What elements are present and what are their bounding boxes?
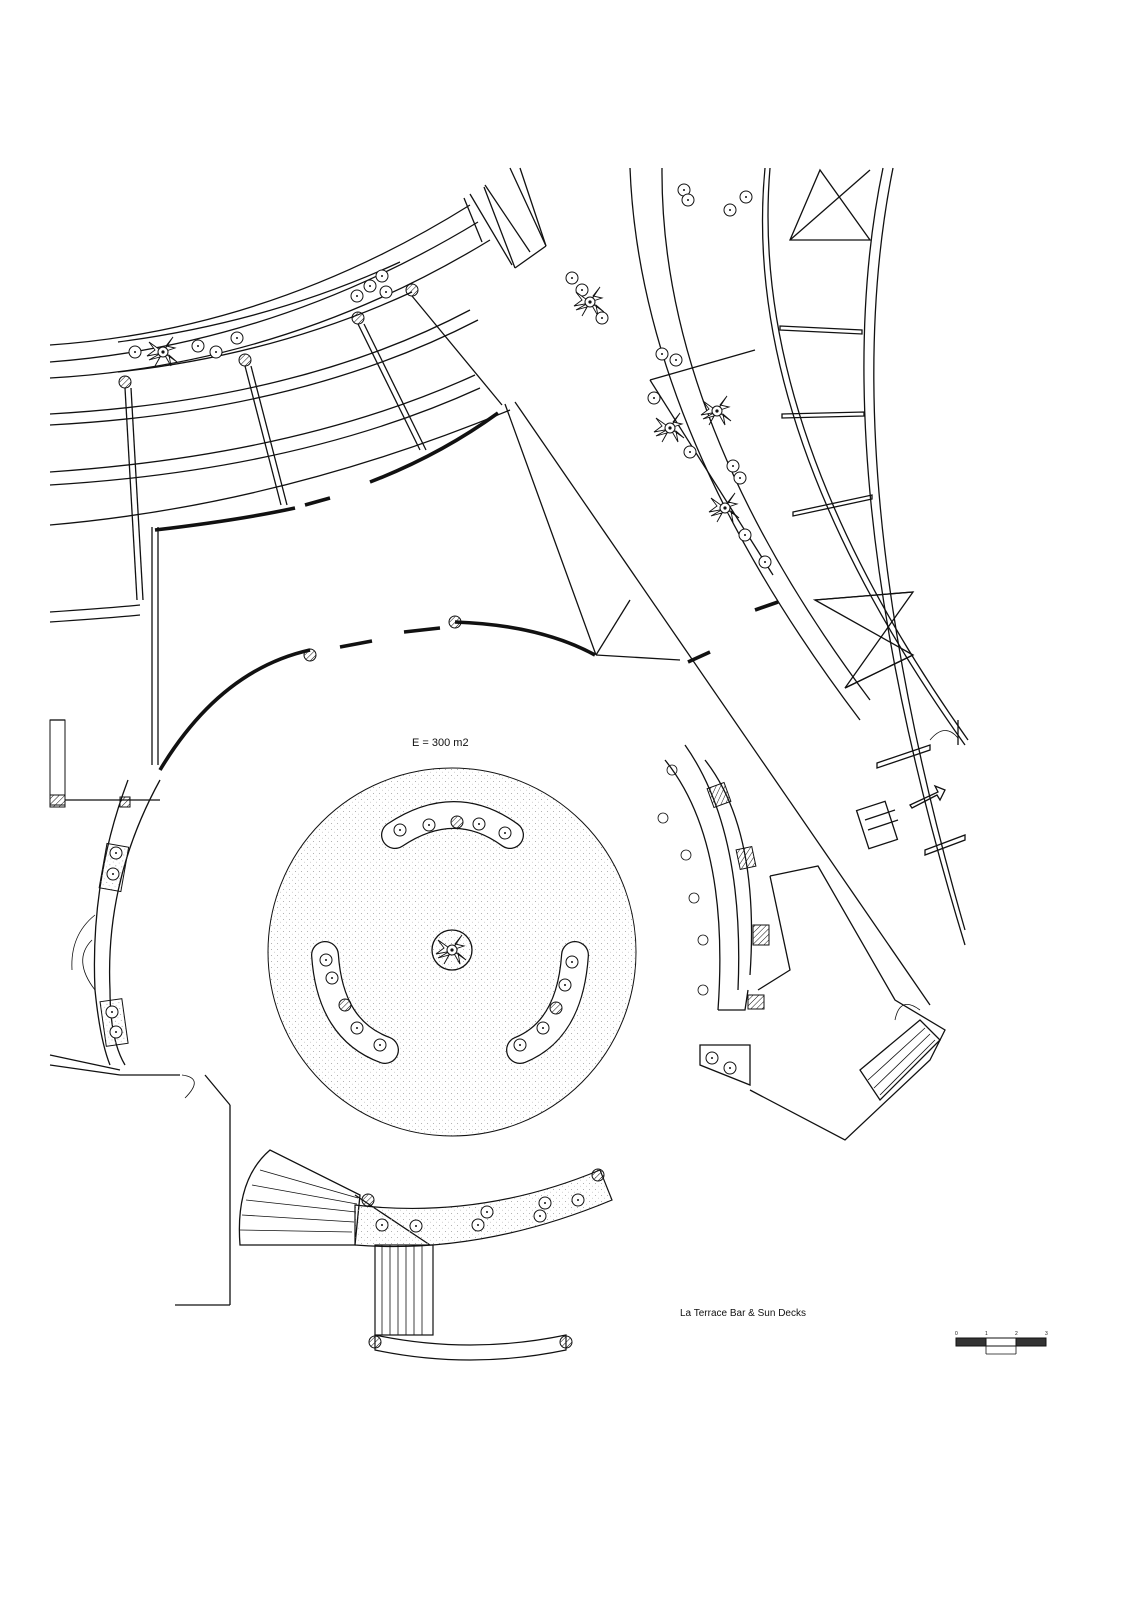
tree-icon xyxy=(379,285,393,299)
tree-icon xyxy=(128,345,142,359)
column-icon xyxy=(351,311,365,325)
glazing-upper xyxy=(151,411,500,765)
drawing-title: La Terrace Bar & Sun Decks xyxy=(680,1308,806,1319)
curved-planters xyxy=(311,801,589,1064)
columns-upper xyxy=(118,283,503,601)
tree-icon xyxy=(350,289,364,303)
area-label: E = 300 m2 xyxy=(412,737,469,749)
upper-planter xyxy=(117,261,609,373)
tree-icon xyxy=(513,1038,527,1052)
column-icon xyxy=(559,1335,573,1349)
right-walkway xyxy=(629,167,969,946)
tree-icon xyxy=(733,471,747,485)
tree-icon xyxy=(739,190,753,204)
stair-icon xyxy=(855,800,899,850)
tree-icon xyxy=(471,1218,485,1232)
central-terrace xyxy=(49,401,931,1137)
tree-icon xyxy=(723,1061,737,1075)
tree-icon xyxy=(705,1051,719,1065)
tree-icon xyxy=(498,826,512,840)
scale-tick-0: 0 xyxy=(955,1331,958,1337)
door-swing-icon xyxy=(929,730,959,741)
tree-icon xyxy=(106,867,120,881)
tree-icon xyxy=(393,823,407,837)
tree-icon xyxy=(595,311,609,325)
column-icon xyxy=(368,1335,382,1349)
column-icon xyxy=(450,815,464,829)
stair-icon xyxy=(374,1244,434,1336)
tree-icon xyxy=(105,1005,119,1019)
column-icon xyxy=(118,375,132,389)
tree-icon xyxy=(533,1209,547,1223)
tree-icon xyxy=(319,953,333,967)
column-icon xyxy=(448,615,462,629)
tree-icon xyxy=(536,1021,550,1035)
tree-icon xyxy=(109,1025,123,1039)
tree-icon xyxy=(726,459,740,473)
tree-icon xyxy=(209,345,223,359)
column-icon xyxy=(303,648,317,662)
tree-icon xyxy=(558,978,572,992)
scale-bar: 0 1 2 3 xyxy=(955,1331,1048,1355)
direction-arrow-icon xyxy=(909,784,946,809)
stair-icon xyxy=(859,1003,941,1102)
tree-icon xyxy=(375,269,389,283)
column-icon xyxy=(361,1193,375,1207)
tree-icon xyxy=(647,391,661,405)
tree-icon xyxy=(230,331,244,345)
tree-icon xyxy=(758,555,772,569)
lower-stairs xyxy=(175,1105,613,1361)
tree-icon xyxy=(472,817,486,831)
bar-counter xyxy=(657,744,946,1141)
upper-terrace-steps xyxy=(49,167,547,623)
door-swing-icon xyxy=(71,914,96,971)
tree-icon xyxy=(409,1219,423,1233)
column-icon xyxy=(405,283,419,297)
tree-icon xyxy=(422,818,436,832)
tree-icon xyxy=(480,1205,494,1219)
column-icon xyxy=(549,1001,563,1015)
tree-icon xyxy=(373,1038,387,1052)
tree-icon xyxy=(191,339,205,353)
tree-icon xyxy=(350,1021,364,1035)
tree-icon xyxy=(325,971,339,985)
tree-icon xyxy=(565,271,579,285)
column-icon xyxy=(338,998,352,1012)
tree-icon xyxy=(571,1193,585,1207)
palm-plant-icon xyxy=(700,395,732,426)
scale-tick-3: 3 xyxy=(1045,1331,1048,1337)
palm-plant-icon xyxy=(146,336,178,367)
column-icon xyxy=(591,1168,605,1182)
tree-icon xyxy=(109,846,123,860)
tree-icon xyxy=(655,347,669,361)
tree-icon xyxy=(738,528,752,542)
tree-icon xyxy=(723,203,737,217)
door-swing-icon xyxy=(894,1003,921,1021)
tree-icon xyxy=(681,193,695,207)
column-icon xyxy=(238,353,252,367)
tree-icon xyxy=(683,445,697,459)
tree-icon xyxy=(565,955,579,969)
tree-icon xyxy=(669,353,683,367)
tree-icon xyxy=(375,1218,389,1232)
scale-tick-2: 2 xyxy=(1015,1331,1018,1337)
scale-tick-1: 1 xyxy=(985,1331,988,1337)
tree-icon xyxy=(363,279,377,293)
tree-icon xyxy=(538,1196,552,1210)
